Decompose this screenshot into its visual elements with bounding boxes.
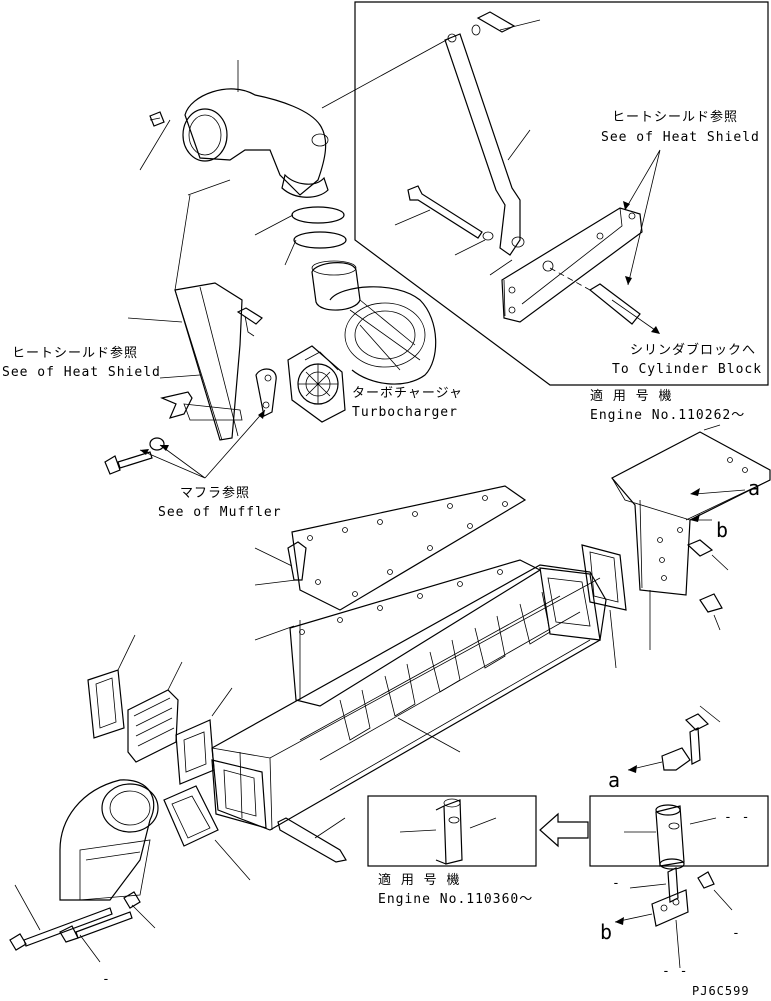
turbocharger-body [329, 286, 437, 385]
marker-b-lower: b [600, 920, 614, 944]
callout-heat-shield-top-en: See of Heat Shield [601, 130, 760, 145]
exhaust-manifold [211, 564, 607, 831]
dash-label-5: - [102, 972, 111, 987]
marker-b-upper: b [716, 518, 730, 542]
callout-muffler-jp: マフラ参照 [180, 486, 251, 501]
callout-heat-shield-left-jp: ヒートシールド参照 [12, 346, 139, 361]
turbine-flange [287, 345, 346, 423]
lower-gasket [163, 785, 219, 847]
bracket-bolt-1 [686, 539, 714, 557]
bracket-bolt-2 [699, 593, 723, 613]
callout-turbocharger-jp: ターボチャージャ [352, 386, 463, 401]
drawing-code: PJ6C599 [692, 984, 750, 998]
stay-bracket [444, 33, 521, 256]
outlet-gasket [581, 544, 627, 611]
manifold-gasket-top [291, 485, 527, 611]
detail-bracket-a [661, 747, 691, 771]
manifold-inlet-flange [211, 759, 267, 829]
callout-cylinder-block-jp: シリンダブロックへ [630, 343, 757, 358]
dash-label-1: - - [724, 810, 751, 825]
callout-cylinder-block-en: To Cylinder Block [612, 362, 763, 377]
spacer-pin [588, 283, 641, 325]
muffler-spacer [149, 437, 165, 451]
connector-tube [311, 262, 361, 311]
callout-engine-bottom-jp: 適 用 号 機 [378, 873, 461, 888]
inset-frame [354, 1, 769, 386]
manifold-long-bolt [277, 817, 347, 863]
callout-heat-shield-left-en: See of Heat Shield [2, 365, 161, 380]
heat-shield-left [174, 282, 243, 441]
ring-1 [291, 206, 345, 224]
muffler-bracket [160, 391, 193, 419]
plug [149, 111, 165, 127]
bolt-top [476, 11, 516, 33]
muffler-bolt [104, 451, 153, 475]
lower-nut [123, 891, 141, 909]
elbow-pipe [184, 88, 327, 196]
marker-a-upper: a [748, 476, 762, 500]
lower-elbow [59, 779, 155, 901]
callout-engine-top-jp: 適 用 号 機 [590, 389, 673, 404]
ring-2 [293, 231, 347, 249]
callout-engine-top-en: Engine No.110262～ [590, 408, 746, 423]
detail-frame-old [367, 795, 537, 867]
shield-bolt [236, 307, 263, 325]
dash-label-3: - - [662, 964, 689, 979]
marker-a-lower: a [608, 768, 622, 792]
manifold-gasket-bottom [289, 559, 542, 707]
lower-bolt-1 [9, 907, 113, 951]
clip-bracket [255, 368, 277, 417]
callout-heat-shield-top-jp: ヒートシールド参照 [612, 110, 739, 125]
cover-block [127, 689, 179, 763]
flange-gasket-right [175, 719, 215, 785]
dash-label-4: - [732, 926, 741, 941]
long-bolt [407, 185, 483, 239]
detail-frame-new [589, 795, 769, 867]
mounting-bracket [611, 431, 771, 596]
callout-muffler-en: See of Muffler [158, 505, 282, 520]
callout-turbocharger-en: Turbocharger [352, 405, 458, 420]
flange-gasket-left [87, 669, 125, 739]
transition-arrow [539, 812, 589, 848]
manifold-outlet-flange [539, 567, 601, 641]
dash-label-2: - [612, 876, 621, 891]
lower-bolt-2 [59, 911, 133, 943]
manifold-bolt-top [287, 541, 307, 581]
callout-engine-bottom-en: Engine No.110360～ [378, 892, 534, 907]
detail-bracket-b [651, 889, 689, 927]
